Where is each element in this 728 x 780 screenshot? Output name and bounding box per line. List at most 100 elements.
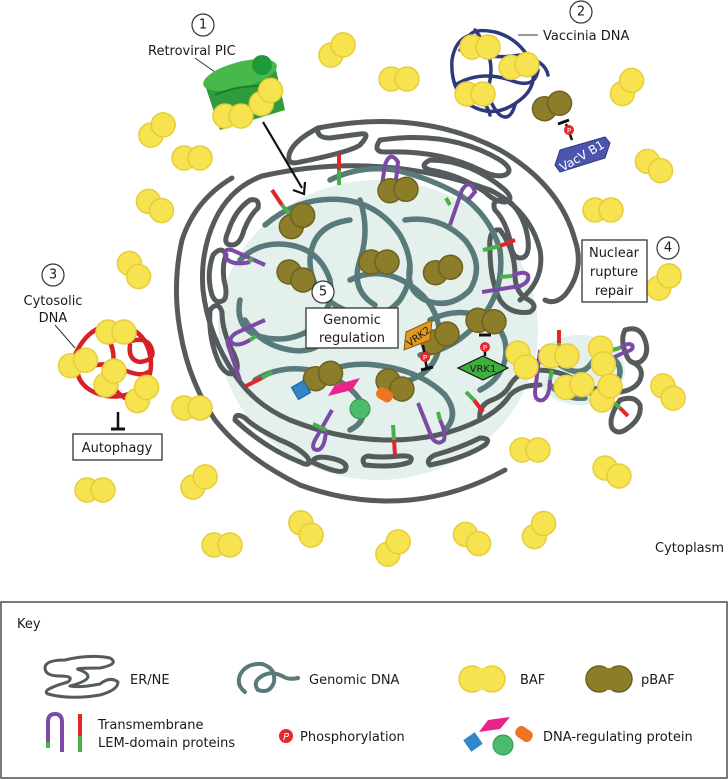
import-arrow	[262, 121, 303, 189]
key-item-phosphorylation: P Phosphorylation	[279, 729, 405, 745]
lem-bar	[270, 188, 292, 217]
phospho-symbol: P	[567, 127, 571, 135]
baf-dimer	[516, 505, 562, 555]
cytoplasm-label: Cytoplasm	[655, 541, 724, 556]
baf-dimer	[111, 245, 157, 295]
key-item-dna-regulating-protein: DNA-regulating protein	[463, 717, 693, 756]
genomic-regulation-box	[305, 307, 399, 349]
lem-hairpin	[597, 342, 635, 367]
lem-hairpin	[225, 337, 242, 381]
er-ne-icon	[43, 654, 120, 699]
lem-hairpin	[311, 409, 334, 453]
baf-dimer	[133, 107, 181, 153]
lem-bar	[482, 238, 516, 252]
lem-hairpin-icon	[46, 711, 64, 752]
number-badge-1	[191, 13, 215, 37]
phosphorylation-icon	[279, 729, 293, 743]
vaccinia-dna: 2 Vaccinia DNA P VacV B1	[450, 0, 629, 174]
number-badge-5	[311, 280, 335, 304]
dna-reg-green-circle	[492, 734, 514, 756]
phospho-symbol: P	[483, 344, 487, 352]
key-item-genomic-dna: Genomic DNA	[236, 661, 400, 694]
vrk1-label: VRK1	[470, 364, 497, 375]
key-item-er-ne: ER/NE	[43, 654, 170, 699]
baf-dimer	[74, 477, 116, 503]
number-badge-2	[569, 0, 593, 24]
baf-dimer	[587, 450, 637, 494]
baf-dimer	[454, 81, 496, 107]
lem-bar	[245, 370, 274, 388]
baf-dimer	[459, 34, 501, 60]
pbaf-dimer	[376, 175, 420, 205]
dna-reg-blue-square	[463, 732, 483, 752]
number-5: 5	[319, 285, 327, 300]
baf-dimer	[283, 505, 329, 553]
pbaf-dimer	[464, 306, 508, 336]
number-1: 1	[199, 18, 207, 33]
key-item-lem-domain: Transmembrane LEM-domain proteins	[46, 711, 235, 752]
retroviral-pic: 1 Retroviral PIC	[148, 13, 307, 196]
lem-hairpin	[481, 270, 531, 294]
lem-bar	[464, 390, 485, 414]
number-4: 4	[664, 241, 672, 256]
dna-reg-green-circle	[349, 398, 371, 420]
er-outer-left	[173, 175, 303, 488]
nuclear-rupture-label-line1: Nuclear	[589, 246, 640, 261]
dna-reg-orange-pill	[376, 387, 394, 403]
lem-bar	[391, 424, 397, 456]
retroviral-pic-label: Retroviral PIC	[148, 44, 236, 59]
nuclear-envelope-left	[200, 173, 293, 423]
baf-dimer	[645, 368, 691, 416]
nuclear-envelope-outer	[315, 119, 581, 305]
vrk1-kinase: VRK1 P	[456, 333, 510, 381]
baf-dimer	[171, 395, 213, 421]
nuclear-envelope-inner	[259, 163, 544, 303]
key-title: Key	[17, 617, 41, 632]
key-label-lem-line2: LEM-domain proteins	[98, 736, 235, 751]
phosphorylation-icon	[564, 125, 574, 135]
baf-dimer	[54, 344, 102, 382]
dna-reg-pink-rhombus	[479, 717, 510, 732]
er-cisterna	[374, 135, 512, 179]
baf-dimer	[313, 27, 361, 73]
phosphorylation-icon	[480, 342, 490, 352]
key-label-dna-regulating-protein: DNA-regulating protein	[543, 730, 693, 745]
key-label-phosphorylation: Phosphorylation	[300, 730, 405, 745]
er-cisterna	[207, 303, 240, 377]
cytosolic-dna-label-line1: Cytosolic	[24, 294, 83, 309]
number-badge-3	[41, 263, 65, 287]
baf-dimer	[95, 319, 137, 345]
phospho-symbol: P	[283, 732, 290, 743]
dna-reg-blue-square	[290, 379, 312, 401]
genomic-dna-icon	[236, 661, 300, 694]
er-rupture-fragment	[608, 395, 643, 435]
key-label-lem-line1: Transmembrane	[97, 718, 203, 733]
baf-dimer	[175, 459, 223, 505]
er-rupture-membrane	[477, 359, 644, 423]
number-2: 2	[577, 5, 585, 20]
baf-dimer	[447, 516, 497, 562]
key-label-pbaf: pBAF	[641, 673, 675, 688]
lem-hairpin	[532, 349, 554, 403]
baf-dimer	[130, 183, 180, 229]
er-cisterna	[286, 125, 369, 166]
er-cisterna	[360, 453, 414, 469]
lem-bar	[612, 401, 630, 418]
nuclear-envelope-bottom	[287, 382, 543, 443]
vacv-b1-kinase	[554, 136, 611, 173]
baf-dimer	[509, 437, 551, 463]
baf-dimer	[538, 343, 580, 369]
baf-dimer	[604, 62, 650, 112]
er-outer-bottom	[297, 467, 508, 504]
vaccinia-dna-label: Vaccinia DNA	[543, 29, 629, 44]
arrowhead-icon	[292, 181, 307, 196]
autophagy-box	[72, 433, 163, 461]
baf-dimer	[378, 66, 420, 92]
key-item-pbaf: pBAF	[585, 665, 675, 693]
key-label-genomic-dna: Genomic DNA	[309, 673, 400, 688]
dna-regulating-proteins	[290, 378, 394, 420]
baf-dimer	[171, 145, 213, 171]
lem-hairpin	[228, 318, 266, 347]
pbaf-dimer	[358, 249, 400, 275]
